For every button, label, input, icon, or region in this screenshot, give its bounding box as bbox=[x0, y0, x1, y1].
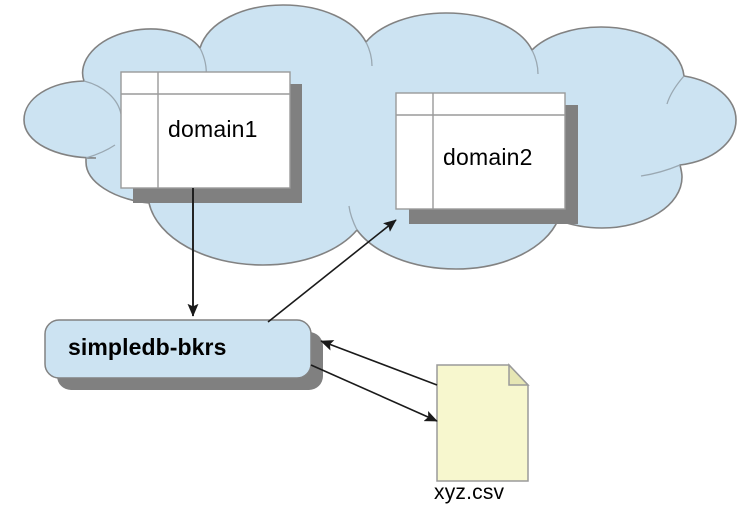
xyz-csv-node[interactable] bbox=[436, 363, 530, 482]
document-fold bbox=[508, 363, 530, 386]
edge-broker-to-domain2 bbox=[267, 219, 397, 323]
simpledb-bkrs-label: simpledb-bkrs bbox=[68, 334, 227, 360]
domain2-node[interactable] bbox=[395, 92, 578, 224]
edge-broker-to-file bbox=[310, 364, 438, 422]
domain2-body bbox=[395, 92, 566, 210]
simpledb-bkrs-node[interactable] bbox=[44, 319, 323, 390]
document-body bbox=[436, 364, 529, 482]
edge-file-to-broker bbox=[320, 340, 438, 386]
domain1-node[interactable] bbox=[120, 71, 302, 203]
xyz-csv-label: xyz.csv bbox=[434, 481, 505, 504]
domain1-label: domain1 bbox=[168, 116, 258, 142]
domain2-label: domain2 bbox=[443, 144, 533, 170]
domain1-body bbox=[120, 71, 291, 189]
broker-body bbox=[44, 319, 312, 379]
